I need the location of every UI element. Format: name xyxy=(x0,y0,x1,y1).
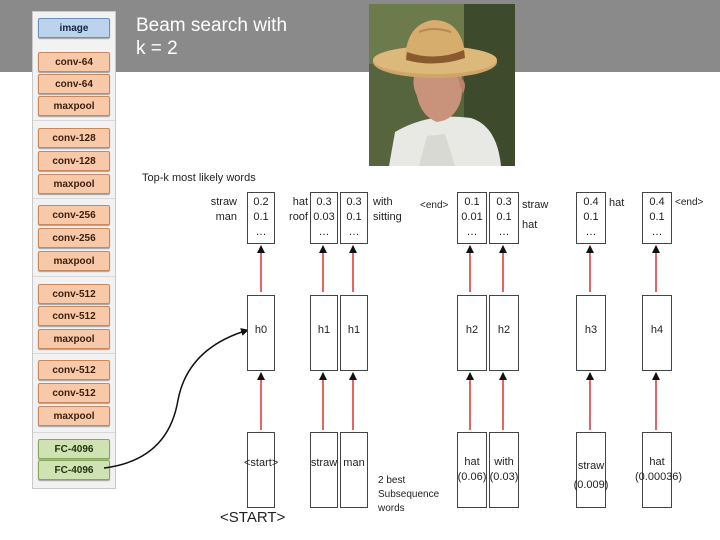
cnn-layer-fc4096-1: FC-4096 xyxy=(38,439,110,459)
cnn-layer-conv128-1: conv-128 xyxy=(38,128,110,148)
step0-prob-box: 0.2 0.1 … xyxy=(247,192,275,244)
cnn-layer-maxpool-2: maxpool xyxy=(38,174,110,194)
cnn-layer-conv512-2: conv-512 xyxy=(38,306,110,326)
step1b-input: man xyxy=(340,432,368,508)
step1a-prob-box: 0.3 0.03 … xyxy=(310,192,338,244)
step2a-hidden: h2 xyxy=(457,295,487,371)
step4-words: <end> xyxy=(675,197,704,208)
step3-prob-box: 0.4 0.1 … xyxy=(576,192,606,244)
step2a-words: <end> xyxy=(420,200,449,211)
cnn-layer-conv512-4: conv-512 xyxy=(38,383,110,403)
step1b-hidden: h1 xyxy=(340,295,368,371)
step1a-words: hat roof xyxy=(289,196,308,223)
step2a-input-label: hat (0.06) xyxy=(457,456,487,483)
cnn-layer-conv64-2: conv-64 xyxy=(38,74,110,94)
cnn-layer-conv128-2: conv-128 xyxy=(38,151,110,171)
step3-input-label: straw (0.009) xyxy=(573,460,609,491)
step3-hidden: h3 xyxy=(576,295,606,371)
step0-input-label: <start> xyxy=(244,457,279,469)
step1a-hidden-label: h1 xyxy=(317,324,331,336)
step2b-input-label: with (0.03) xyxy=(489,456,519,483)
cnn-layer-maxpool-3: maxpool xyxy=(38,251,110,271)
cnn-layer-conv512-3: conv-512 xyxy=(38,360,110,380)
step0-probs: 0.2 0.1 … xyxy=(253,196,269,238)
slide-title: Beam search with k = 2 xyxy=(136,15,288,59)
step0-hidden: h0 xyxy=(247,295,275,371)
cnn-stack: image conv-64 conv-64 maxpool conv-128 c… xyxy=(32,11,116,489)
title-bar xyxy=(0,0,720,72)
step2b-probs: 0.3 0.1 … xyxy=(496,196,512,238)
step0-hidden-label: h0 xyxy=(254,324,268,336)
step1b-prob-box: 0.3 0.1 … xyxy=(340,192,368,244)
step2b-hidden-label: h2 xyxy=(497,324,511,336)
step2b-prob-box: 0.3 0.1 … xyxy=(489,192,519,244)
step1a-input-label: straw xyxy=(310,457,338,469)
step4-hidden: h4 xyxy=(642,295,672,371)
cnn-layer-conv512-1: conv-512 xyxy=(38,284,110,304)
step2a-probs: 0.1 0.01 … xyxy=(461,196,483,238)
step4-hidden-label: h4 xyxy=(650,324,664,336)
step2b-hidden: h2 xyxy=(489,295,519,371)
cnn-layer-image: image xyxy=(38,18,110,38)
step1a-probs: 0.3 0.03 … xyxy=(313,196,335,238)
start-token: <START> xyxy=(220,509,286,526)
cnn-layer-maxpool-5: maxpool xyxy=(38,406,110,426)
step4-input: hat (0.00036) xyxy=(635,432,682,508)
step1b-words: with sitting xyxy=(373,196,402,223)
step3-input: straw (0.009) xyxy=(574,432,608,508)
step0-words: straw man xyxy=(210,196,237,223)
step0-input: <start> xyxy=(244,432,279,508)
step2a-hidden-label: h2 xyxy=(465,324,479,336)
cnn-layer-conv256-1: conv-256 xyxy=(38,205,110,225)
input-photo xyxy=(369,4,515,166)
cnn-layer-maxpool-1: maxpool xyxy=(38,96,110,116)
step4-probs: 0.4 0.1 … xyxy=(649,196,665,238)
cnn-layer-conv256-2: conv-256 xyxy=(38,228,110,248)
step1a-hidden: h1 xyxy=(310,295,338,371)
cnn-layer-fc4096-2: FC-4096 xyxy=(38,460,110,480)
cnn-layer-conv64-1: conv-64 xyxy=(38,52,110,72)
step4-input-label: hat (0.00036) xyxy=(635,456,683,483)
step1a-input: straw xyxy=(310,432,338,508)
cnn-layer-maxpool-4: maxpool xyxy=(38,329,110,349)
topk-label: Top-k most likely words xyxy=(142,172,256,184)
step2b-input: with (0.03) xyxy=(489,432,519,508)
step4-prob-box: 0.4 0.1 … xyxy=(642,192,672,244)
step2a-input: hat (0.06) xyxy=(457,432,487,508)
step3-words: hat xyxy=(609,197,625,209)
step3-hidden-label: h3 xyxy=(584,324,598,336)
step2a-prob-box: 0.1 0.01 … xyxy=(457,192,487,244)
step2b-words: straw hat xyxy=(522,199,549,231)
step1b-input-label: man xyxy=(343,457,365,469)
step3-probs: 0.4 0.1 … xyxy=(583,196,599,238)
step1b-hidden-label: h1 xyxy=(347,324,361,336)
step1b-probs: 0.3 0.1 … xyxy=(346,196,362,238)
best-subsequence-label: 2 best Subsequence words xyxy=(378,475,440,514)
